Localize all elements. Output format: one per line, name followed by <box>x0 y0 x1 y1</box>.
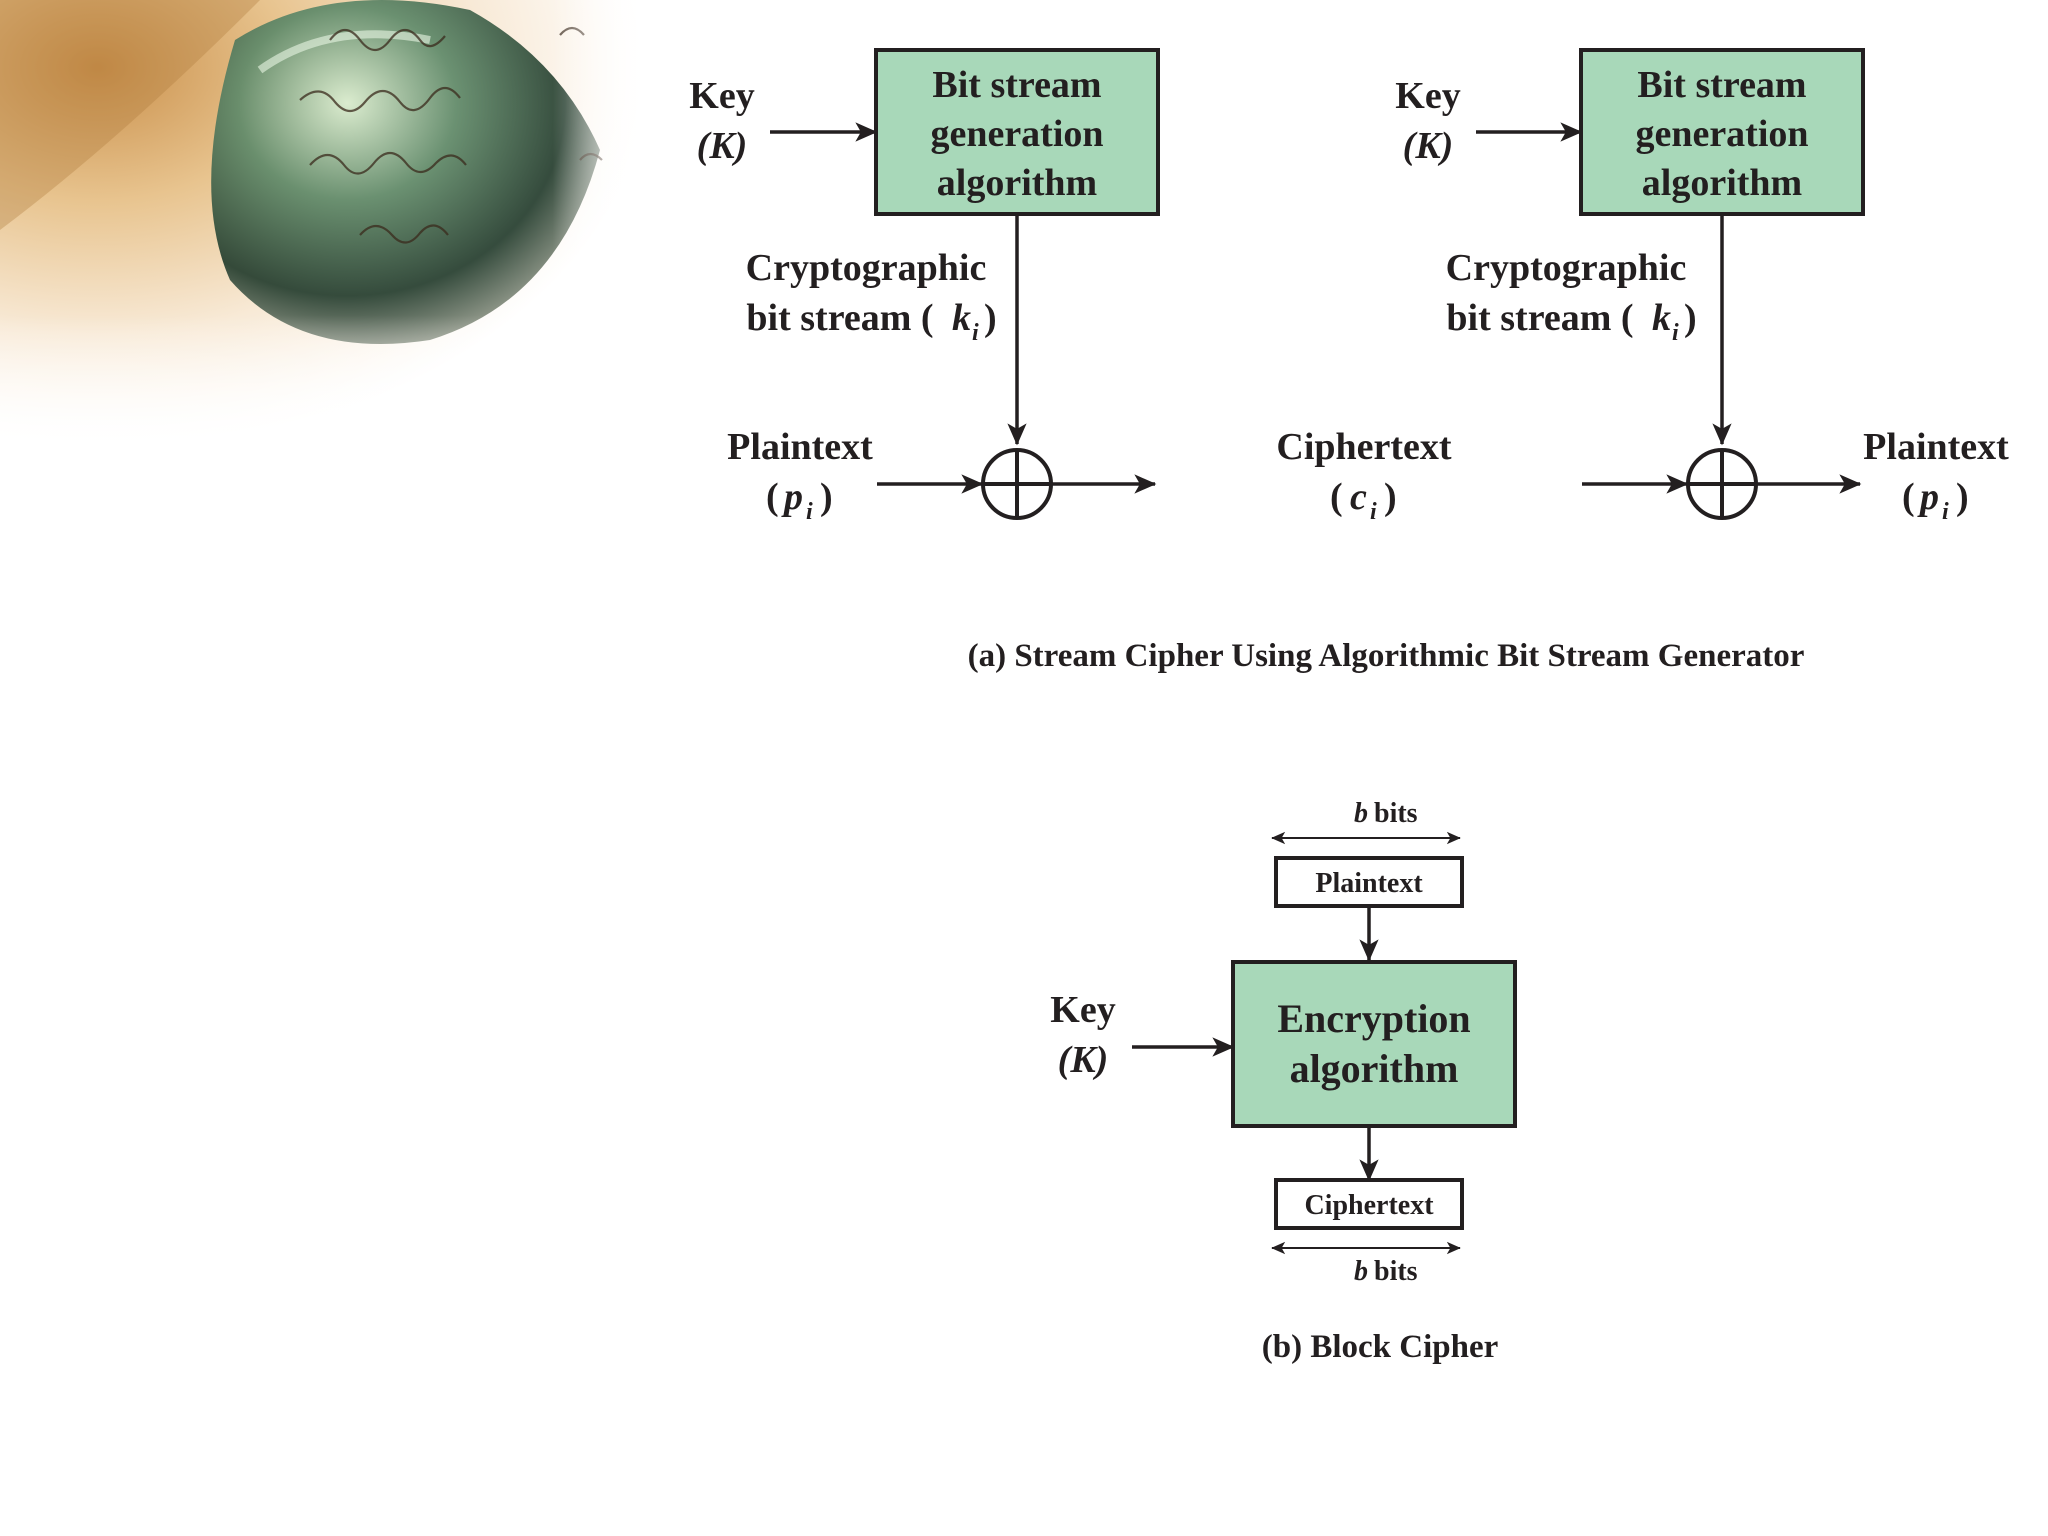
block-bottom-width-unit: bits <box>1374 1256 1418 1287</box>
stream-ciphertext-section: Ciphertext ( c i ) <box>1276 426 1452 525</box>
encrypt-bitstream-line-2: bit stream ( <box>746 297 933 339</box>
encrypt-generator-box <box>874 48 1160 216</box>
ciphertext-symbol: c <box>1350 476 1367 518</box>
block-cipher-caption: (b) Block Cipher <box>1262 1329 1499 1365</box>
encrypt-plaintext-open-paren: ( <box>766 476 779 518</box>
decrypt-generator-line-2: generation <box>1635 113 1808 155</box>
encrypt-generator-line-1: Bit stream <box>932 64 1101 106</box>
encrypt-bitstream-symbol: k <box>952 297 971 339</box>
block-cipher-section: b bits Plaintext Key (K) Encryption algo… <box>1050 798 1517 1287</box>
corner-art-graphic <box>0 0 650 450</box>
encrypt-bitstream-close-paren: ) <box>984 297 997 339</box>
ciphertext-label: Ciphertext <box>1276 426 1452 468</box>
block-key-label: Key <box>1050 989 1115 1031</box>
encrypt-bitstream-line-1: Cryptographic <box>746 247 987 289</box>
encrypt-plaintext-label: Plaintext <box>727 426 873 468</box>
decrypt-bitstream-line-2: bit stream ( <box>1446 297 1633 339</box>
block-ciphertext-label: Ciphertext <box>1304 1190 1434 1221</box>
decrypt-bitstream-line-1: Cryptographic <box>1446 247 1687 289</box>
stream-cipher-caption: (a) Stream Cipher Using Algorithmic Bit … <box>968 638 1805 674</box>
block-ciphertext-box <box>1274 1178 1464 1230</box>
encrypt-generator-line-3: algorithm <box>937 162 1097 204</box>
block-top-width-var: b <box>1354 798 1368 829</box>
ciphertext-subscript: i <box>1370 499 1377 525</box>
decrypt-plaintext-close-paren: ) <box>1956 476 1969 518</box>
handwritten-letter-image <box>0 0 650 450</box>
decrypt-key-label: Key <box>1395 75 1460 117</box>
decrypt-bitstream-subscript: i <box>1672 320 1679 346</box>
block-key-symbol: (K) <box>1058 1039 1109 1081</box>
encrypt-xor-icon <box>981 448 1053 520</box>
decrypt-plaintext-subscript: i <box>1942 499 1949 525</box>
decrypt-plaintext-label: Plaintext <box>1863 426 2009 468</box>
decrypt-bitstream-symbol: k <box>1652 297 1671 339</box>
encrypt-key-label: Key <box>689 75 754 117</box>
decrypt-generator-line-3: algorithm <box>1642 162 1802 204</box>
encrypt-bitstream-subscript: i <box>972 320 979 346</box>
decrypt-generator-line-1: Bit stream <box>1637 64 1806 106</box>
block-algorithm-line-2: algorithm <box>1290 1046 1459 1091</box>
decrypt-key-symbol: (K) <box>1403 125 1454 167</box>
block-algorithm-line-1: Encryption <box>1277 996 1470 1041</box>
stream-encrypt-section: Key (K) Bit stream generation algorithm … <box>689 48 1160 525</box>
block-plaintext-box <box>1274 856 1464 908</box>
block-bottom-width-var: b <box>1354 1256 1368 1287</box>
decrypt-generator-box <box>1579 48 1865 216</box>
encrypt-key-symbol: (K) <box>697 125 748 167</box>
decrypt-plaintext-symbol: p <box>1917 476 1939 518</box>
decrypt-plaintext-open-paren: ( <box>1902 476 1915 518</box>
block-top-width-unit: bits <box>1374 798 1418 829</box>
decrypt-bitstream-close-paren: ) <box>1684 297 1697 339</box>
block-encryption-box <box>1231 960 1517 1128</box>
ciphertext-close-paren: ) <box>1384 476 1397 518</box>
decrypt-xor-icon <box>1686 448 1758 520</box>
encrypt-plaintext-subscript: i <box>806 499 813 525</box>
encrypt-plaintext-close-paren: ) <box>820 476 833 518</box>
ciphertext-open-paren: ( <box>1330 476 1343 518</box>
encrypt-generator-line-2: generation <box>930 113 1103 155</box>
stream-decrypt-section: Key (K) Bit stream generation algorithm … <box>1395 48 2009 525</box>
block-plaintext-label: Plaintext <box>1315 868 1423 899</box>
encrypt-plaintext-symbol: p <box>781 476 803 518</box>
